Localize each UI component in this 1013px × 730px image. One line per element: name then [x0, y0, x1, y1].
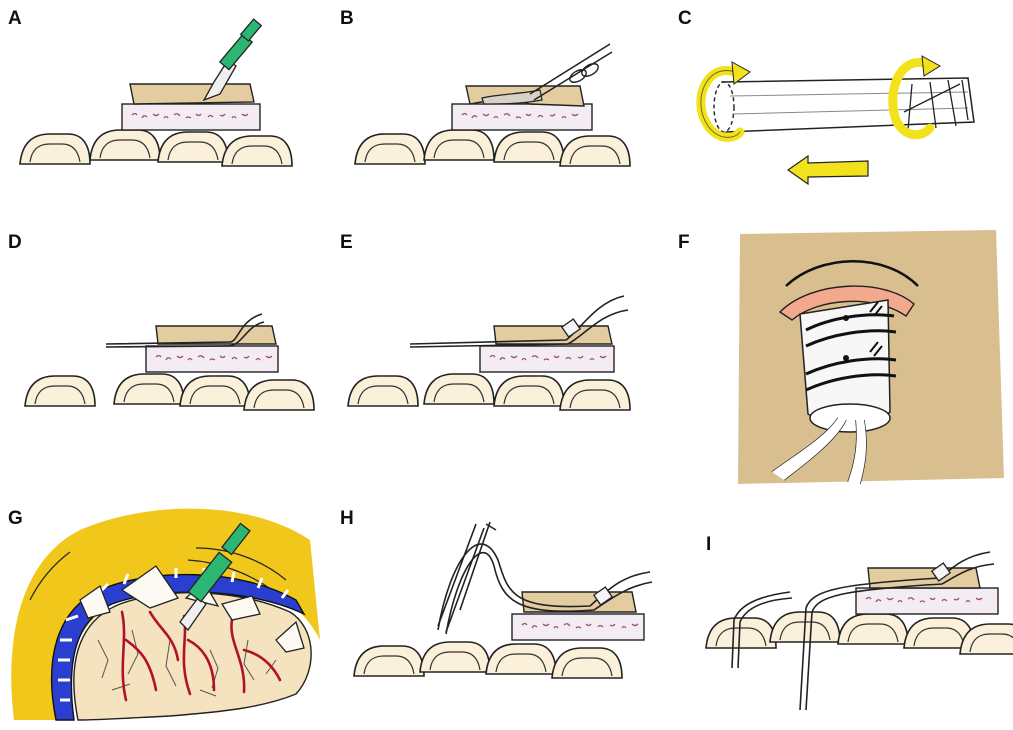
scissors-icon	[529, 43, 613, 101]
catheter-lines	[771, 417, 867, 485]
periosteum-layer	[855, 587, 999, 615]
blood-vessels	[120, 610, 282, 702]
panel-label-b: B	[340, 8, 354, 29]
panel-e: E	[340, 232, 631, 411]
direction-arrow-left-icon	[786, 154, 869, 186]
periosteum-layer	[479, 345, 615, 373]
panel-g: G	[8, 508, 321, 721]
panel-b: B	[340, 8, 631, 167]
catheter-wire	[409, 295, 629, 348]
catheter-wire	[105, 313, 265, 348]
panel-d: D	[8, 232, 315, 411]
periosteum-layer	[511, 613, 645, 641]
anchor-sleeve	[560, 318, 582, 338]
retractor-blue	[50, 573, 306, 721]
skin-flap	[129, 83, 255, 105]
panel-label-g: G	[8, 508, 23, 529]
bone-row	[354, 129, 631, 167]
bone-row	[705, 611, 1013, 655]
panel-f: F	[678, 230, 1004, 485]
scalpel-icon	[202, 18, 263, 102]
panel-label-d: D	[8, 232, 22, 253]
bone-row	[347, 373, 631, 411]
drain-tube	[799, 299, 897, 433]
anchor-sleeve	[592, 586, 614, 606]
panel-label-e: E	[340, 232, 353, 253]
panel-i: I	[705, 534, 1013, 711]
drape-yellow	[11, 508, 321, 720]
scalpel-icon	[179, 522, 251, 632]
periosteum-layer	[121, 103, 261, 131]
panel-h: H	[340, 508, 653, 679]
panel-a: A	[8, 8, 293, 167]
panel-c: C	[678, 8, 975, 186]
skin-flap	[155, 325, 277, 345]
bone-fragments	[79, 565, 305, 653]
bone-row	[353, 641, 623, 679]
panel-label-h: H	[340, 508, 354, 529]
periosteum-layer	[451, 103, 593, 131]
panel-label-c: C	[678, 8, 692, 29]
periosteum-layer	[145, 345, 279, 373]
skin-flap-pink	[778, 285, 915, 321]
panel-label-f: F	[678, 232, 690, 253]
panel-label-i: I	[706, 534, 711, 555]
panel-label-a: A	[8, 8, 22, 29]
rotation-arrow-right-icon	[888, 55, 941, 140]
drape-fold-lines	[29, 547, 287, 601]
bone-row	[19, 129, 293, 167]
anchor-sleeve	[930, 562, 952, 582]
rotation-arrow-left-icon	[696, 61, 751, 142]
catheter-wire	[731, 551, 995, 711]
bone-row	[24, 373, 315, 411]
elevated-periosteum-flap	[481, 89, 543, 105]
skin-incision-arc	[785, 260, 919, 287]
tube-catheter	[713, 77, 975, 133]
forceps-icon	[437, 521, 497, 633]
